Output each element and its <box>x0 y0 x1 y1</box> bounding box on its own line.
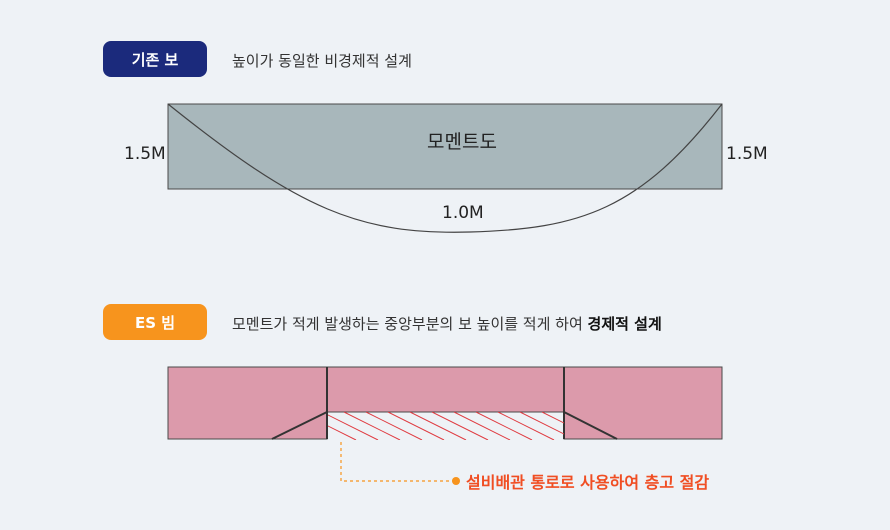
es-beam-right-section <box>563 366 723 440</box>
es-beam-description: 모멘트가 적게 발생하는 중앙부분의 보 높이를 적게 하여 경제적 설계 <box>232 313 662 334</box>
es-beam-description-emphasis: 경제적 설계 <box>587 315 662 333</box>
hatch-area <box>328 412 564 440</box>
es-beam-description-text: 모멘트가 적게 발생하는 중앙부분의 보 높이를 적게 하여 <box>232 315 588 333</box>
leader-dot <box>452 477 460 485</box>
left-haunch <box>271 411 328 440</box>
right-moment-label: 1.5M <box>726 144 768 164</box>
es-beam-left-section <box>167 366 328 440</box>
left-moment-label: 1.5M <box>124 144 166 164</box>
moment-curve <box>167 103 723 233</box>
mid-moment-label: 1.0M <box>442 203 484 223</box>
leader-line <box>340 442 453 482</box>
standard-beam <box>167 103 723 233</box>
es-beam-badge: ES 빔 <box>103 304 207 340</box>
standard-beam-description: 높이가 동일한 비경제적 설계 <box>232 52 412 70</box>
standard-beam-body <box>167 103 723 190</box>
pipe-passage-note: 설비배관 통로로 사용하여 층고 절감 <box>466 473 710 492</box>
es-beam <box>167 366 723 485</box>
standard-beam-badge: 기존 보 <box>103 41 207 77</box>
es-beam-center-section <box>326 366 565 413</box>
right-haunch <box>563 411 618 440</box>
moment-diagram-title: 모멘트도 <box>427 131 497 153</box>
